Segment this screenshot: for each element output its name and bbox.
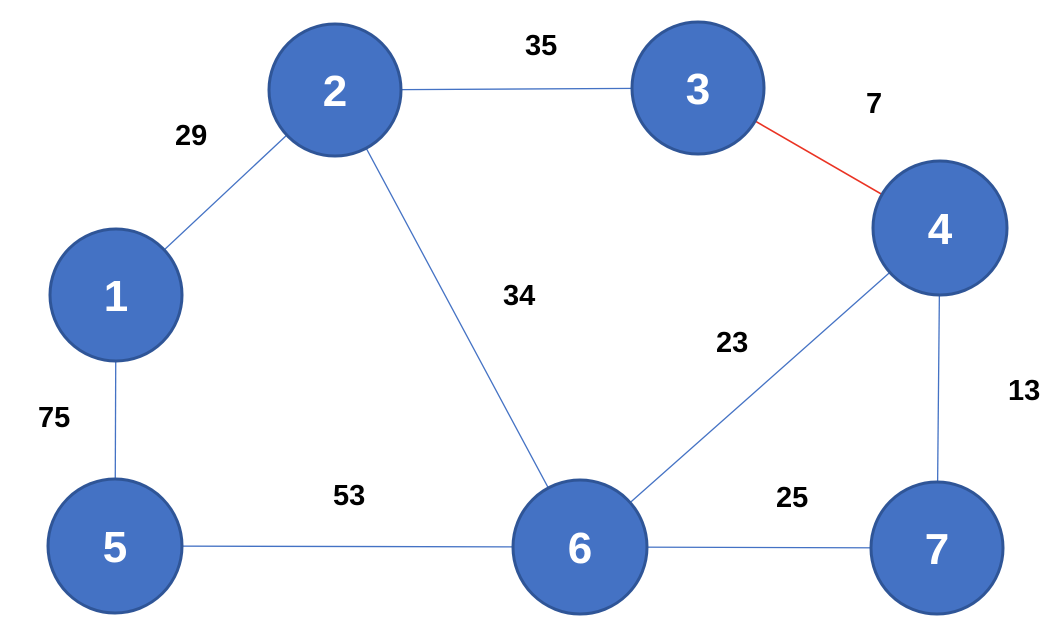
node-circle-5 [46,477,184,615]
node-circle-6 [511,478,649,616]
edge-weight-label-4-6: 23 [716,327,748,359]
node-circle-2 [267,22,403,158]
node-5: 5 [46,477,184,615]
node-6: 6 [511,478,649,616]
edge-weight-label-5-6: 53 [333,480,365,512]
edge-weight-label-4-7: 13 [1008,375,1040,407]
node-circle-4 [871,159,1009,297]
edge-weight-label-3-4: 7 [866,88,882,120]
node-label-1: 1 [104,272,128,321]
node-label-6: 6 [568,524,592,573]
node-3: 3 [630,20,766,156]
edge-weight-label-1-2: 29 [175,120,207,152]
edge-2-6 [334,89,581,548]
node-label-2: 2 [323,67,347,116]
edge-weight-label-2-6: 34 [503,280,535,312]
edge-4-6 [579,227,941,548]
edge-weight-label-1-5: 75 [38,402,70,434]
node-label-4: 4 [928,205,953,254]
node-circle-3 [630,20,766,156]
node-label-3: 3 [686,65,710,114]
node-circle-7 [869,480,1005,616]
node-4: 4 [871,159,1009,297]
edges-layer [114,87,941,549]
node-1: 1 [48,227,184,363]
node-circle-1 [48,227,184,363]
edge-weight-label-6-7: 25 [776,482,808,514]
node-7: 7 [869,480,1005,616]
node-label-7: 7 [925,525,949,574]
edge-5-6 [114,545,581,548]
edge-weight-label-2-3: 35 [525,30,557,62]
node-label-5: 5 [103,523,127,572]
node-2: 2 [267,22,403,158]
